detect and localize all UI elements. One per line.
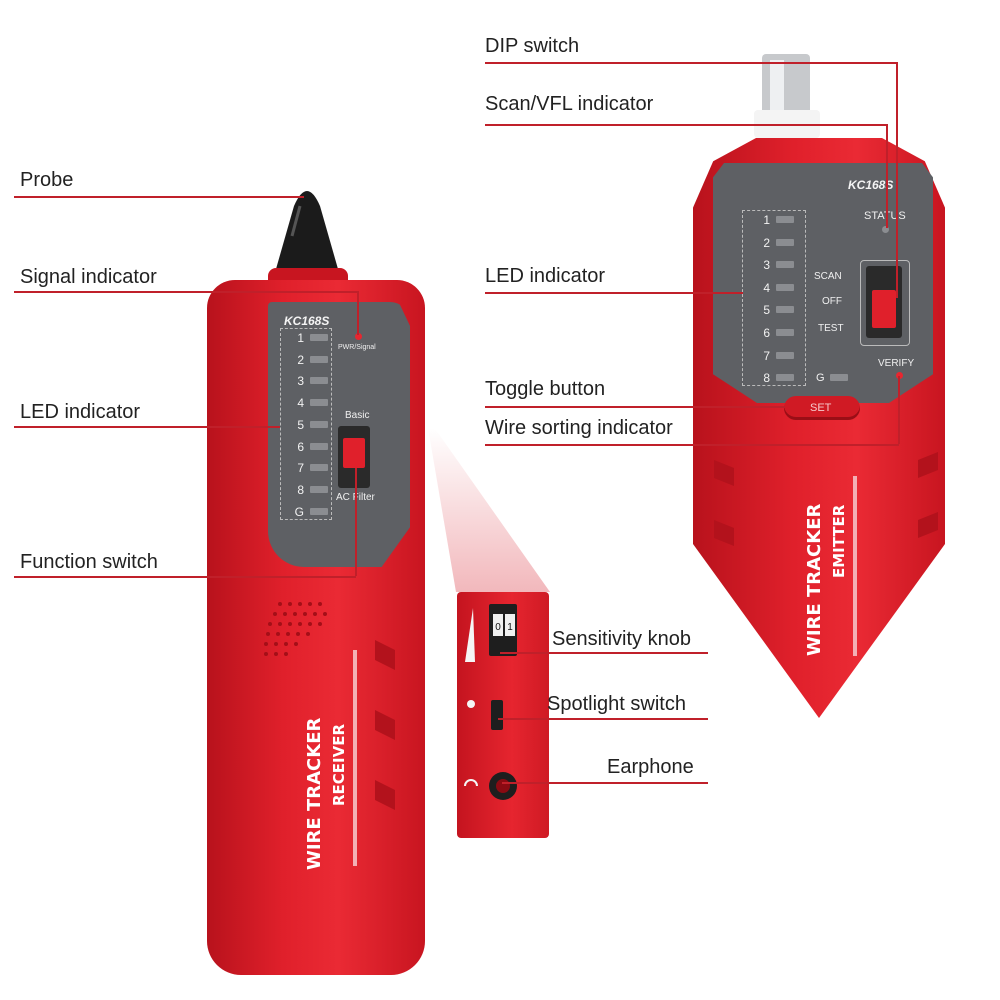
- callout-dip-switch: DIP switch: [485, 35, 580, 57]
- leader-wire-sorting-rise: [898, 376, 900, 444]
- callout-toggle-button: Toggle button: [485, 378, 606, 400]
- callout-scan-vfl-indicator: Scan/VFL indicator: [485, 93, 654, 115]
- emitter-led-label: 7: [763, 348, 770, 363]
- pwr-signal-label: PWR/Signal: [338, 344, 376, 351]
- set-button-label: SET: [810, 402, 832, 414]
- receiver-led-label: 8: [297, 482, 304, 497]
- set-button[interactable]: [784, 396, 860, 420]
- receiver-led-label: 7: [297, 461, 304, 476]
- receiver-led: [310, 377, 328, 385]
- callout-sensitivity-knob: Sensitivity knob: [552, 628, 691, 650]
- emitter-led: [776, 329, 794, 336]
- status-label: STATUS: [864, 210, 906, 222]
- svg-text:0: 0: [495, 622, 501, 633]
- dip-switch-knob[interactable]: [872, 290, 896, 328]
- callout-signal-indicator: Signal indicator: [20, 266, 157, 288]
- leader-scan-vfl-drop: [886, 124, 888, 228]
- basic-label: Basic: [345, 410, 370, 421]
- emitter-led-label: 4: [763, 280, 770, 295]
- leader-dip-switch-drop: [896, 62, 898, 298]
- emitter-brand-underline: [853, 476, 857, 656]
- leader-sensitivity-knob: [500, 652, 708, 654]
- emitter-led-label: 8: [763, 371, 770, 386]
- emitter-led-group: [742, 210, 806, 386]
- receiver-led-label: 3: [297, 374, 304, 389]
- callout-earphone: Earphone: [607, 756, 694, 778]
- status-led: [882, 226, 889, 233]
- callout-led-indicator-right: LED indicator: [485, 265, 606, 287]
- emitter-led: [776, 261, 794, 269]
- emitter-led: [776, 283, 794, 291]
- callout-led-indicator-left: LED indicator: [20, 401, 141, 423]
- leader-toggle-button: [485, 406, 785, 408]
- receiver-led-label: 6: [297, 439, 304, 454]
- receiver-led: [310, 507, 328, 515]
- receiver-brand-line2: RECEIVER: [330, 723, 348, 806]
- receiver-led-group: [280, 328, 332, 520]
- dip-switch-frame: [860, 260, 910, 346]
- emitter-led-label: 2: [763, 235, 770, 250]
- emitter-led: [776, 216, 794, 223]
- receiver-led-label: 1: [297, 331, 304, 345]
- speaker-grille: [264, 602, 327, 656]
- function-switch-knob[interactable]: [343, 438, 365, 468]
- emitter-led-label: 3: [763, 258, 770, 273]
- scan-label: SCAN: [814, 271, 842, 282]
- receiver-led-label: G: [294, 504, 304, 519]
- receiver-led: [310, 464, 328, 472]
- signal-indicator-led: [355, 333, 362, 340]
- emitter-led: [776, 238, 794, 246]
- callout-spotlight-switch: Spotlight switch: [547, 693, 686, 715]
- receiver-model-label: KC168S: [284, 314, 330, 328]
- bnc-connector: [754, 54, 820, 138]
- callout-wire-sorting-indicator: Wire sorting indicator: [485, 417, 673, 439]
- receiver-led-label: 5: [297, 417, 304, 432]
- leader-dip-switch: [485, 62, 897, 64]
- off-label: OFF: [822, 296, 842, 307]
- receiver-brand-underline: [353, 650, 357, 866]
- leader-probe: [14, 196, 304, 198]
- leader-signal-indicator: [14, 291, 358, 293]
- emitter-model-label: KC168S: [848, 178, 894, 192]
- receiver-led: [310, 442, 328, 450]
- emitter-led: [776, 351, 794, 359]
- leader-signal-indicator-drop: [357, 291, 359, 335]
- emitter-led-label: 5: [763, 303, 770, 318]
- callout-function-switch: Function switch: [20, 551, 158, 573]
- wire-sorting-led: [896, 372, 903, 379]
- leader-wire-sorting-indicator: [485, 444, 899, 446]
- emitter-led-label: 6: [763, 326, 770, 340]
- callout-probe: Probe: [20, 169, 74, 191]
- receiver-led-label: 4: [297, 396, 304, 411]
- emitter-side-grips: [714, 452, 938, 546]
- inset-zoom-beam: [428, 428, 550, 592]
- leader-scan-vfl-indicator: [485, 124, 887, 126]
- leader-function-switch-rise: [355, 468, 357, 576]
- svg-text:1: 1: [507, 622, 513, 633]
- receiver-led: [310, 399, 328, 407]
- leader-function-switch: [14, 576, 356, 578]
- receiver-led: [310, 334, 328, 341]
- leader-led-indicator-left: [14, 426, 280, 428]
- receiver-led: [310, 485, 328, 493]
- emitter-led-label: 1: [763, 213, 770, 227]
- test-label: TEST: [818, 323, 844, 334]
- leader-spotlight-switch: [498, 718, 708, 720]
- verify-label: VERIFY: [878, 358, 915, 369]
- inset-controls: 0 1: [464, 604, 517, 800]
- emitter-led: [776, 374, 794, 382]
- leader-earphone: [502, 782, 708, 784]
- probe-tip: [268, 191, 348, 288]
- receiver-side-grips: [375, 640, 395, 810]
- g-label: G: [816, 372, 825, 384]
- leader-led-indicator-right: [485, 292, 743, 294]
- receiver-brand-line1: WIRE TRACKER: [304, 717, 325, 870]
- receiver-led: [310, 355, 328, 363]
- emitter-led: [776, 306, 794, 314]
- receiver-led-label: 2: [297, 352, 304, 367]
- receiver-led: [310, 420, 328, 428]
- g-led: [830, 374, 848, 381]
